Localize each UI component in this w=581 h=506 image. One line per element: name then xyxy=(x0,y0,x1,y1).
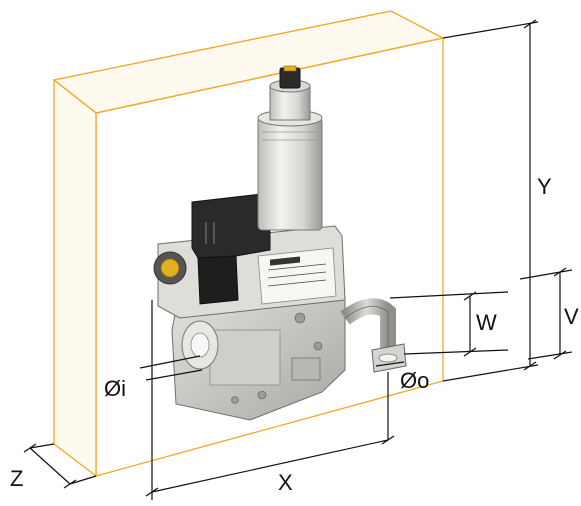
outlet-pipe xyxy=(340,298,396,352)
dim-y-ext-top xyxy=(442,21,539,39)
valve-screw-1 xyxy=(294,312,306,324)
indicator-cap-center xyxy=(160,258,180,278)
envelope-top-face xyxy=(52,10,445,114)
label-y: Y xyxy=(537,174,552,199)
label-outlet-diameter: Øo xyxy=(400,368,429,393)
actuator-knob-top xyxy=(283,65,297,72)
label-w: W xyxy=(476,310,497,335)
coil-connector-face xyxy=(197,255,239,305)
label-plate xyxy=(257,247,337,305)
label-v: V xyxy=(564,304,579,329)
label-z: Z xyxy=(10,466,23,491)
gas-valve-drawing xyxy=(153,65,407,421)
dim-z-line xyxy=(29,447,71,485)
dim-z-ext-top xyxy=(29,443,55,449)
dim-w-ext-top xyxy=(389,291,509,299)
outlet-port xyxy=(378,353,398,363)
valve-screw-2 xyxy=(313,341,323,351)
dim-o-line xyxy=(375,361,405,367)
valve-screw-3 xyxy=(257,390,267,400)
valve-screw-4 xyxy=(231,396,239,404)
dim-x-line xyxy=(151,439,389,493)
dim-z-ext-bottom xyxy=(69,475,97,485)
dim-y-ext-bottom xyxy=(442,364,539,382)
dim-v-ext-top xyxy=(519,269,573,280)
envelope-left-face xyxy=(53,78,97,478)
actuator-cylinder xyxy=(257,117,323,231)
valve-body-detail xyxy=(209,329,281,386)
dimension-lines xyxy=(23,19,573,500)
inlet-port xyxy=(190,332,210,358)
dim-w-ext-bottom xyxy=(403,349,509,355)
dim-i-line-top xyxy=(139,355,201,369)
valve-port-block xyxy=(291,357,321,381)
label-inlet-diameter: Øi xyxy=(104,376,126,401)
label-x: X xyxy=(278,470,293,495)
dim-i-line-bottom xyxy=(145,369,203,381)
dim-v-ext-bottom xyxy=(527,351,573,360)
